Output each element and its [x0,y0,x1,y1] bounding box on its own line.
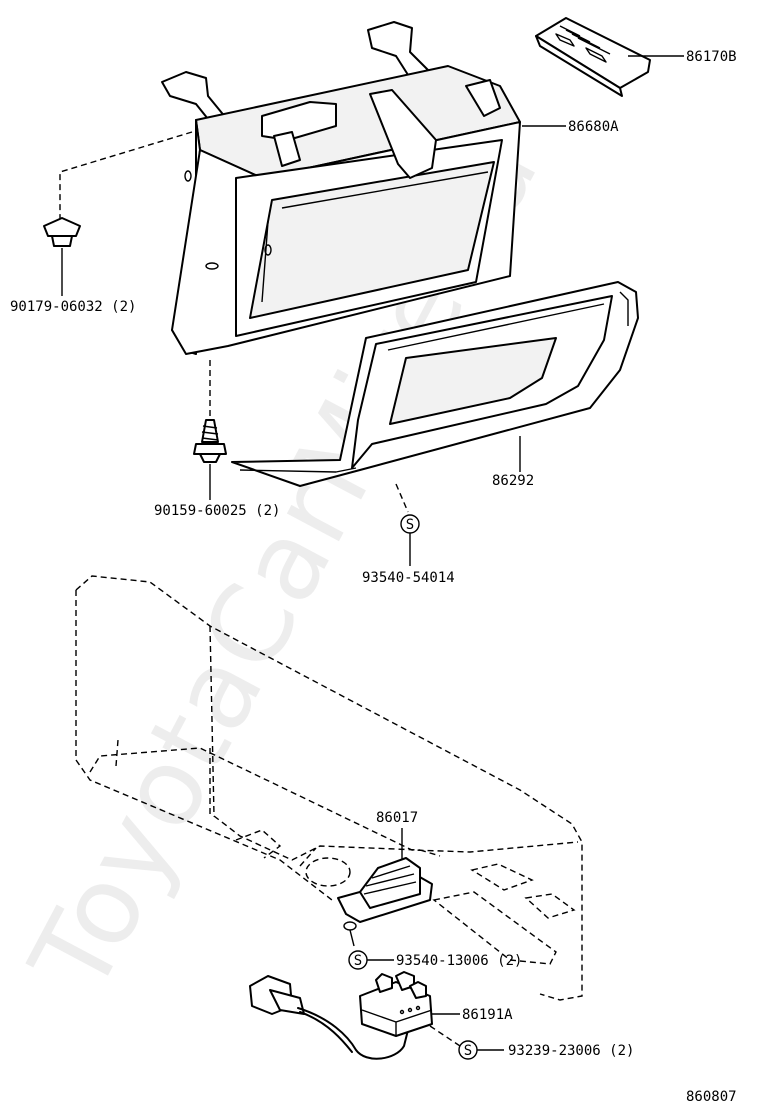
ceiling-console-outline [75,575,583,1001]
label-s-screw-bottom: 93239-23006 (2) [508,1043,634,1059]
display-unit-drawing [161,21,521,355]
label-s-screw-top: 93540-54014 [362,570,455,586]
sensor-drawing [337,857,433,947]
label-screw: 90159-60025 (2) [154,503,280,519]
connector-drawing [359,971,433,1037]
s-symbol-top: S [400,514,420,534]
label-bezel: 86292 [492,473,534,489]
dash-clip [59,131,193,222]
plug-drawing [249,975,409,1060]
remote-control-drawing [535,17,651,97]
s-symbol-top-text: S [406,517,414,533]
dash-s-bottom [429,1025,461,1047]
label-sensor: 86017 [376,810,418,826]
label-remote: 86170B [686,49,737,65]
clip-drawing [43,217,81,247]
bezel-drawing [231,281,639,487]
label-s-screw-mid: 93540-13006 (2) [396,953,522,969]
dash-s-top [395,483,409,513]
screw-drawing [193,419,227,463]
s-symbol-bottom: S [458,1040,478,1060]
label-clip: 90179-06032 (2) [10,299,136,315]
diagram-code: 860807 [686,1089,737,1105]
s-symbol-mid-text: S [354,953,362,969]
s-symbol-bottom-text: S [464,1043,472,1059]
label-display: 86680A [568,119,619,135]
s-symbol-mid: S [348,950,368,970]
label-connector: 86191A [462,1007,513,1023]
